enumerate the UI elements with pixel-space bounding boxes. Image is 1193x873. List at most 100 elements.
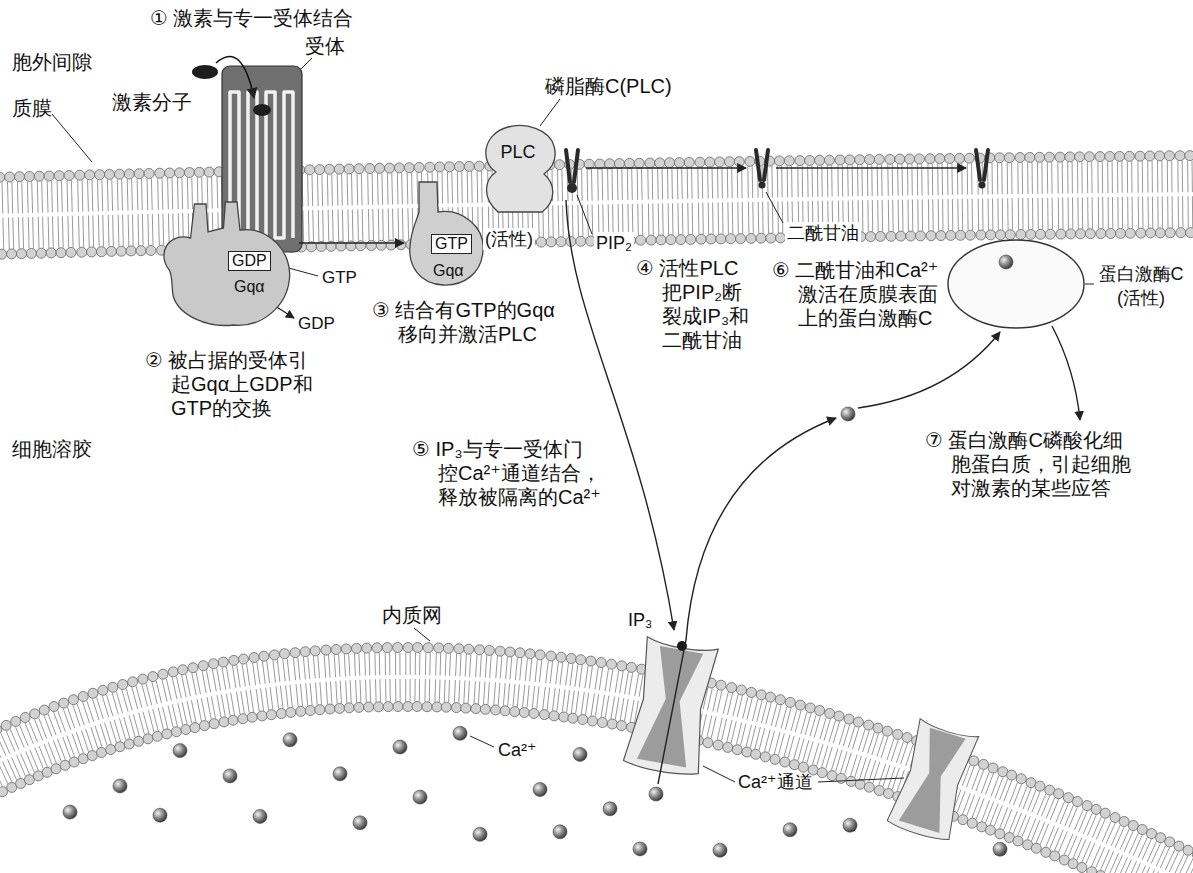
- lipid-head: [766, 233, 776, 243]
- lipid-head: [334, 164, 344, 174]
- calcium-ion: [63, 805, 77, 819]
- lipid-head: [366, 241, 376, 251]
- calcium-ion: [333, 767, 347, 781]
- lipid-head: [362, 643, 372, 653]
- lipid-head: [300, 647, 310, 657]
- leader-line: [300, 58, 312, 70]
- lipid-head: [1054, 789, 1064, 799]
- lipid-head: [30, 709, 40, 719]
- lipid-head: [218, 657, 228, 667]
- lipid-head: [266, 710, 276, 720]
- lipid-head: [171, 727, 181, 737]
- lipid-head: [529, 709, 539, 719]
- text-label: 二酰甘油: [785, 222, 861, 244]
- lipid-head: [354, 164, 364, 174]
- lipid-head: [441, 702, 451, 712]
- lipid-head: [1004, 153, 1014, 163]
- lipid-head: [546, 651, 556, 661]
- lipid-head: [1087, 867, 1097, 873]
- calcium-ion: [283, 733, 297, 747]
- lipid-head: [556, 652, 566, 662]
- step-annotation: ⑦ 蛋白激酶C磷酸化细胞蛋白质，引起细胞对激素的某些应答: [925, 428, 1135, 500]
- lipid-head: [805, 156, 815, 166]
- calcium-arrow: [858, 332, 1000, 408]
- calcium-ion: [173, 744, 187, 758]
- lipid-head: [290, 648, 300, 658]
- lipid-head: [624, 158, 634, 168]
- node-shape: [486, 126, 555, 212]
- diffusion-arrow: [776, 167, 966, 168]
- lipid-head: [995, 153, 1005, 163]
- lipid-head: [445, 162, 455, 172]
- lipid-head: [665, 158, 675, 168]
- lipid-head: [115, 742, 125, 752]
- lipid-head: [626, 662, 636, 672]
- lipid-head: [926, 231, 936, 241]
- leader-line: [766, 192, 783, 223]
- lipid-head: [68, 695, 78, 705]
- channel-body: [623, 636, 721, 778]
- step-annotation: ⑥ 二酰甘油和Ca²⁺激活在质膜表面上的蛋白激酶C: [772, 258, 942, 330]
- lipid-bilayers: [0, 151, 1193, 873]
- node-shape: [164, 202, 290, 325]
- lipid-head: [853, 717, 863, 727]
- lipid-head: [152, 731, 162, 741]
- lipid-head: [148, 672, 158, 682]
- lipid-head: [905, 154, 915, 164]
- lipid-head: [375, 163, 385, 173]
- step-annotation: ③ 结合有GTP的Gqα移向并激活PLC: [372, 298, 564, 346]
- lipid-head: [636, 235, 646, 245]
- lipid-head: [1096, 229, 1106, 239]
- lipid-head: [746, 233, 756, 243]
- pip2-head: [567, 183, 577, 193]
- lipid-head: [138, 674, 148, 684]
- lipid-head: [946, 230, 956, 240]
- lipid-head: [454, 162, 464, 172]
- lipid-head: [1044, 152, 1054, 162]
- lipid-head: [1036, 229, 1046, 239]
- binding-arrow: [216, 56, 254, 98]
- lipid-head: [1155, 151, 1165, 161]
- lipid-head: [108, 682, 118, 692]
- lipid-head: [126, 246, 136, 256]
- lipid-head: [996, 230, 1006, 240]
- lipid-head: [270, 650, 280, 660]
- lipid-head: [736, 234, 746, 244]
- lipid-head: [1026, 778, 1036, 788]
- dag-lipid: [756, 150, 768, 180]
- lipid-head: [1015, 153, 1025, 163]
- lipid-head: [726, 234, 736, 244]
- lipid-head: [228, 715, 238, 725]
- lipid-head: [745, 156, 755, 166]
- lipid-head: [425, 162, 435, 172]
- lipid-head: [190, 723, 200, 733]
- lipid-head: [505, 647, 515, 657]
- lipid-head: [760, 752, 770, 762]
- lipid-head: [54, 171, 64, 181]
- lipid-head: [1025, 152, 1035, 162]
- lipid-head: [158, 669, 168, 679]
- lipid-head: [17, 249, 27, 259]
- leader-line: [703, 766, 735, 782]
- lipid-head: [874, 786, 884, 796]
- lipid-head: [1095, 152, 1105, 162]
- lipid-head: [118, 680, 128, 690]
- lipid-head: [884, 789, 894, 799]
- lipid-head: [1119, 817, 1129, 827]
- lipid-head: [1091, 804, 1101, 814]
- lipid-head: [331, 645, 341, 655]
- lipid-head: [1186, 228, 1193, 238]
- lipid-head: [66, 247, 76, 257]
- lipid-head: [568, 713, 578, 723]
- lipid-head: [24, 775, 34, 785]
- lipid-head: [866, 232, 876, 242]
- lipid-head: [556, 237, 566, 247]
- lipid-head: [1084, 152, 1094, 162]
- lipid-head: [875, 231, 885, 241]
- lipid-head: [705, 157, 715, 167]
- lipid-head: [1175, 151, 1185, 161]
- lipid-head: [916, 231, 926, 241]
- lipid-head: [873, 723, 883, 733]
- lipid-head: [198, 661, 208, 671]
